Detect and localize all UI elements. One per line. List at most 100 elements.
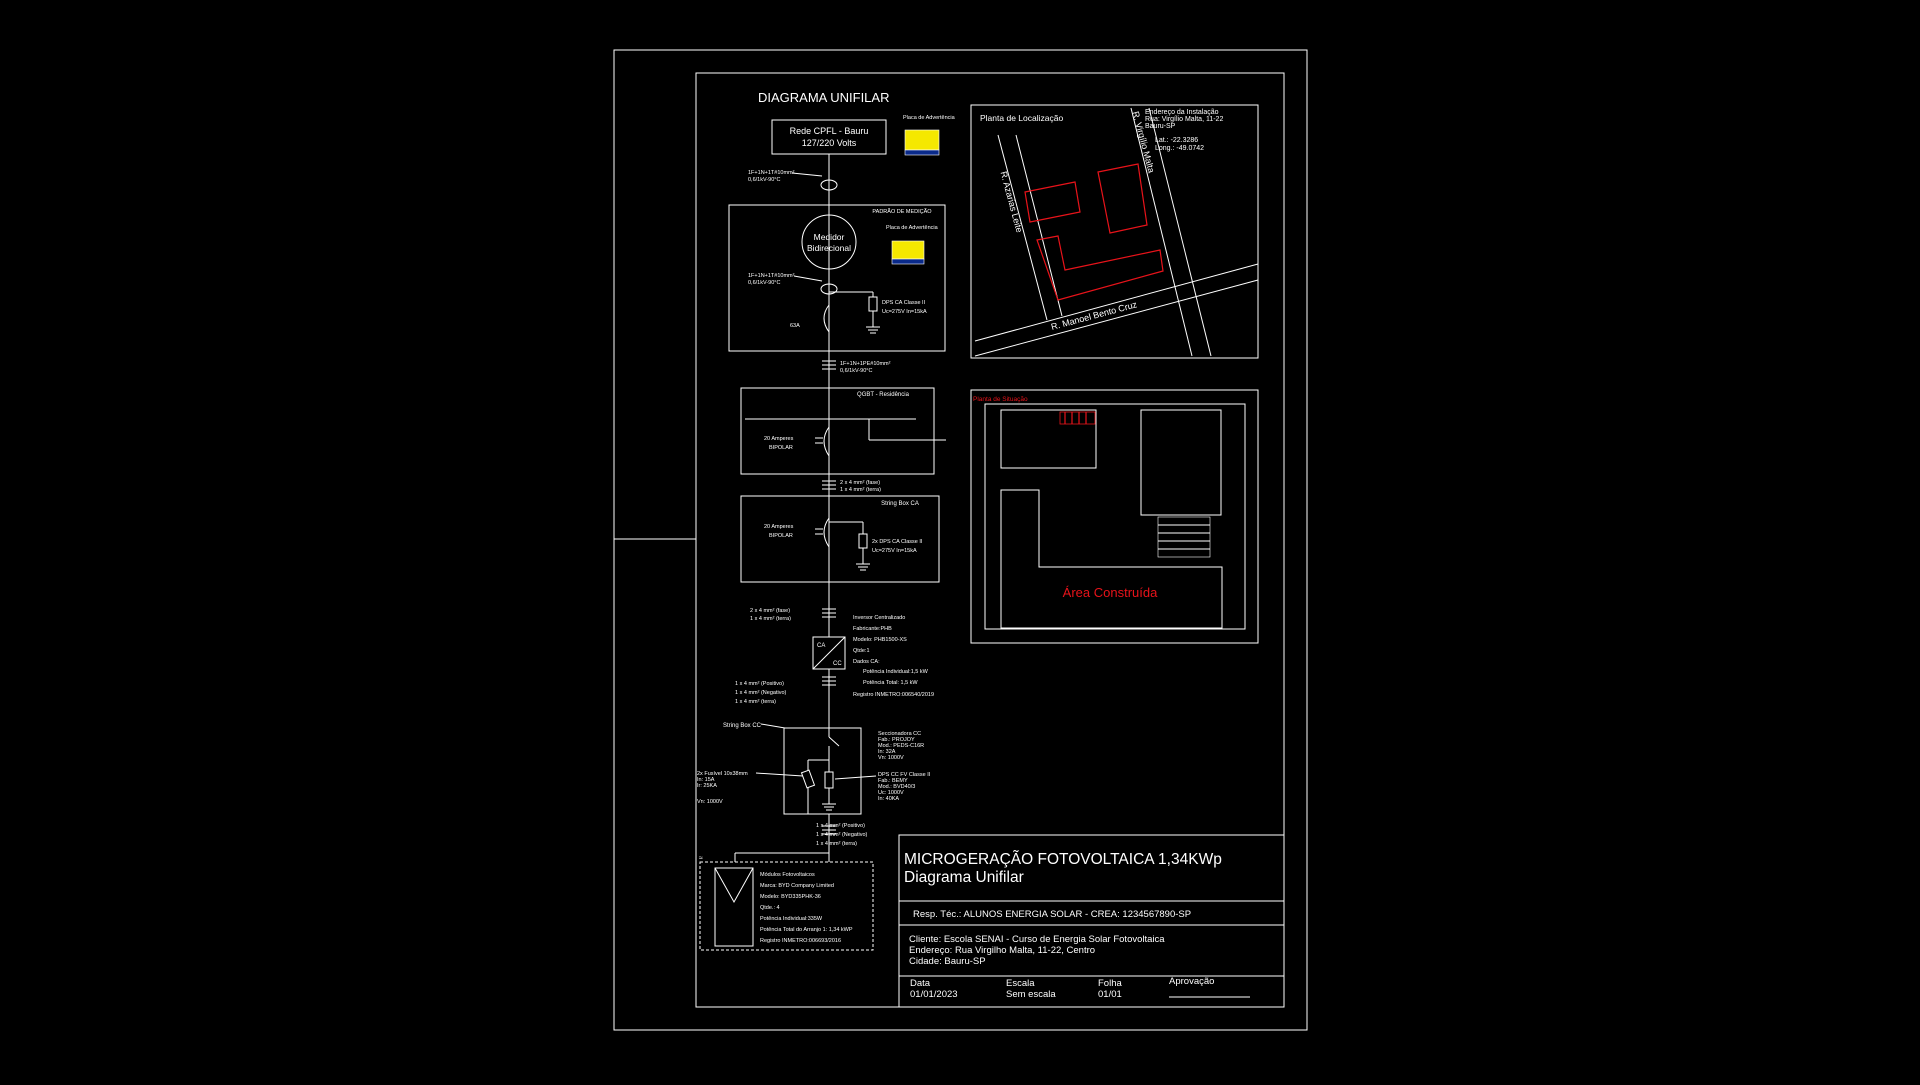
pv-modules-box [699,861,874,951]
street-azarias-right [1015,134,1063,317]
dc-switch-3: In: 32A [878,749,896,755]
building-front-left [1000,409,1097,469]
address-0: Endereço da Instalação [1145,109,1219,116]
address-2: Bauru-SP [1145,123,1176,130]
stringbox-cc-label: String Box CC [723,723,762,729]
dc-disconnect-switch [828,736,840,747]
cable-inverter-2: 1 x 4 mm² (terra) [750,616,791,622]
pv-module-symbol [714,867,754,947]
street-manoel-bottom [974,279,1259,357]
street-virgilio-right [1148,107,1212,357]
stringbox-ca-title: String Box CA [881,501,919,507]
built-area-label: Área Construída [1063,585,1158,600]
meter-label-1: Medidor [814,232,845,242]
stringbox-ca-breaker-symbol [823,517,830,548]
building-rear-right [1140,409,1222,516]
meter-label-2: Bidirecional [807,243,851,253]
grid-voltage: 127/220 Volts [802,138,857,148]
location-map-title: Planta de Localização [980,113,1063,123]
dps-cc-info: DPS CC FV Classe II Fab.: BEMY Mod.: BVD… [878,772,931,802]
client-line-3: Cidade: Bauru-SP [909,956,986,967]
inverter-ca-label: CA [817,643,825,649]
street-azarias-left [997,134,1048,321]
cable-service-2: 0,6/1kV-90°C [748,177,780,183]
warning-plate-label: Placa de Advertência [903,115,956,121]
fuse-info: 2x Fusível 10x38mm In: 15A Ir: 25KA Vn: … [697,771,748,805]
dps-cc-4: In: 40KA [878,796,899,802]
address-1: Rua: Virgílio Malta, 11-22 [1145,116,1223,123]
fuse-symbol [800,769,816,789]
cable-modules-2: 1 x 4 mm² (Negativo) [816,832,868,838]
single-line-diagram: DIAGRAMA UNIFILAR Rede CPFL - Bauru 127/… [697,90,956,951]
street-manoel-top [974,263,1259,342]
inverter-info-1: Fabricante:PHB [853,626,892,632]
inverter-info-4: Dados CA: [853,659,880,665]
client-line-1: Cliente: Escola SENAI - Curso de Energia… [909,934,1165,945]
modules-info-5: Potência Total do Arranjo 1: 1,34 kWP [760,927,853,933]
dc-switch-0: Seccionadora CC [878,731,921,737]
bidirectional-meter [801,214,857,270]
stringbox-ca-dps-symbol [858,533,868,549]
qgbt-breaker-symbol [823,426,830,457]
street-virgilio-left [1130,107,1193,357]
warning-plate-base-2 [891,258,925,265]
scale-value: Sem escala [1006,989,1056,1000]
cable-stringbox-2: 1 x 4 mm² (terra) [840,487,881,493]
stringbox-ca-dps-1: 2x DPS CA Classe II [872,539,923,545]
ct-ring-service [820,179,838,191]
cable-meter-2: 0,6/1kV-90°C [748,280,780,286]
pv-modules-info: Módulos Fotovoltaicos Marca: BYD Company… [760,872,853,944]
fuse-1: In: 15A [697,777,715,783]
dps-ca-1-line2: Uc=275V In=15kA [882,309,927,315]
cable-service-1: 1F+1N+1T#10mm² [748,170,795,176]
stringbox-ca-breaker-2: BIPOLAR [769,533,793,539]
parcel-b [1097,163,1148,234]
modules-info-6: Registro INMETRO:006693/2016 [760,938,841,944]
project-title: MICROGERAÇÃO FOTOVOLTAICA 1,34KWp [904,851,1222,868]
stringbox-ca-breaker-1: 20 Amperes [764,524,794,530]
inverter-info-6: Potência Total: 1,5 kW [863,680,918,686]
coord-lat: Lat.: -22.3286 [1155,137,1198,144]
title-block-frame [898,834,1285,1008]
dc-switch-info: Seccionadora CC Fab.: PROJOY Mod.: PEDS-… [878,731,924,761]
warning-plate-label-2: Placa de Advertência [886,225,939,231]
title-block: MICROGERAÇÃO FOTOVOLTAICA 1,34KWp Diagra… [898,834,1285,1008]
leader-line [791,172,823,177]
dps-cc-3: Uc: 1000V [878,790,904,796]
qgbt-box [740,387,935,475]
cable-modules-1: 1 x 4 mm² (Positivo) [816,823,865,829]
warning-plate-icon-2 [891,240,925,260]
dc-switch-2: Mod.: PEDS-C16R [878,743,924,749]
legend-table [1157,516,1211,558]
fuse-3: Vn: 1000V [697,799,723,805]
cable-dc-2: 1 x 4 mm² (Negativo) [735,690,787,696]
approval-label: Aprovação [1169,976,1214,987]
dc-switch-4: Vn: 1000V [878,755,904,761]
inverter-info-7: Registro INMETRO:006540/2019 [853,692,934,698]
qgbt-title: QGBT - Residência [857,392,910,398]
outer-sheet-border [613,49,1308,1031]
dc-switch-1: Fab.: PROJOY [878,737,915,743]
scale-label: Escala [1006,978,1035,989]
cable-qgbt-2: 0,6/1kV-90°C [840,368,872,374]
inverter-info: Inversor Centralizado Fabricante:PHB Mod… [853,615,934,698]
stringbox-cc-box [783,727,862,815]
cable-stringbox-1: 2 x 4 mm² (fase) [840,480,880,486]
meter-box-title: PADRÃO DE MEDIÇÃO [872,208,932,215]
breaker-meter-label: 63A [790,323,800,329]
client-line-2: Endereço: Rua Virgilho Malta, 11-22, Cen… [909,945,1095,956]
stringbox-ca-dps-2: Uc=275V In=15kA [872,548,917,554]
qgbt-breaker-1: 20 Amperes [764,436,794,442]
modules-info-2: Modelo: BYD335PHK-36 [760,894,821,900]
sun-icon: ≈ [699,855,703,862]
warning-plate-icon [904,129,940,151]
modules-info-3: Qtde.: 4 [760,905,780,911]
cable-modules-3: 1 x 4 mm² (terra) [816,841,857,847]
lot-boundary [984,403,1246,630]
situation-plan-title: Planta de Situação [973,396,1028,403]
dps-cc-1: Fab.: BEMY [878,778,908,784]
dps-ca-symbol [868,296,878,312]
inverter-info-3: Qtde:1 [853,648,870,654]
